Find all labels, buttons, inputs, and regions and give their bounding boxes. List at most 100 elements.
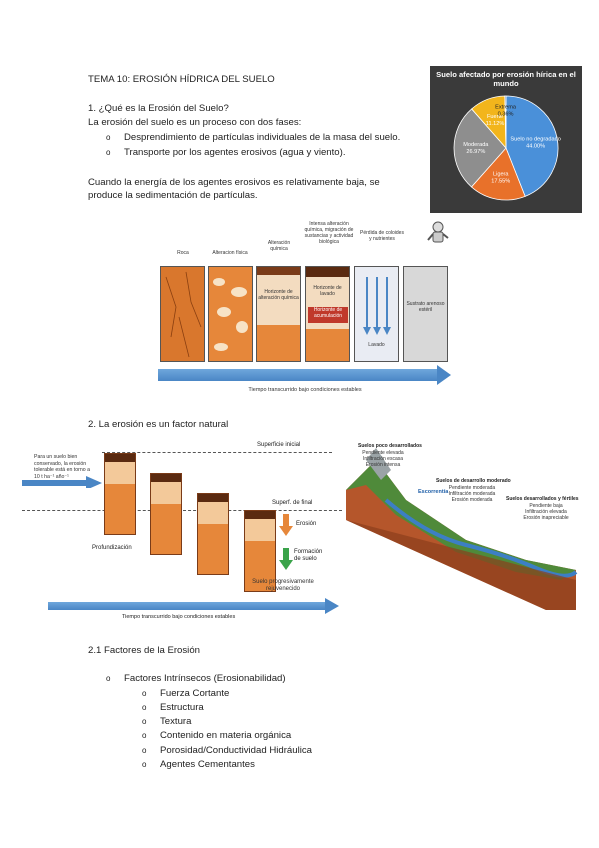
bullet-marker: o — [142, 746, 147, 755]
astronaut-icon — [427, 221, 449, 243]
landscape-diagram: Suelos poco desarrollados Pendiente elev… — [346, 440, 582, 610]
section21-heading: 2.1 Factores de la Erosión — [88, 645, 200, 656]
landscape-illustration — [346, 448, 578, 610]
fertiles-line: Erosión inapreciable — [523, 515, 569, 521]
factor-item: Contenido en materia orgánica — [160, 730, 292, 741]
bullet-marker: o — [142, 760, 147, 769]
formacion-label: Formación de suelo — [294, 549, 323, 562]
label-alteracion-quimica: Alteración química — [267, 240, 291, 252]
bullet-item: Desprendimiento de partículas individual… — [124, 132, 401, 143]
formacion-arrow-icon — [279, 548, 293, 570]
section1-intro: La erosión del suelo es un proceso con d… — [88, 117, 302, 128]
sup-inicial-label: Superficie inicial — [257, 442, 301, 448]
side-note: Para un suelo bien conservado, la erosió… — [34, 454, 90, 480]
sup-final-line — [22, 510, 342, 511]
horizon-alteracion-label: Horizonte de alteración química — [258, 289, 299, 301]
sup-final-label: Superf. de final — [272, 500, 313, 506]
label-intensa: Intensa alteración química, migración de… — [304, 221, 354, 245]
column-alteracion-fisica — [208, 266, 253, 362]
moderado-line: Infiltración moderada — [448, 491, 496, 497]
erosion-label: Erosión — [296, 521, 317, 527]
fragment-blobs — [213, 278, 248, 351]
leaching-arrows — [363, 277, 391, 335]
pie-slice-value: 11.12% — [486, 121, 505, 127]
profundizacion-label: Profundización — [92, 545, 132, 551]
timeline-arrow — [48, 602, 328, 610]
bullet-marker: o — [106, 674, 111, 683]
column-perdida: Lavado — [354, 266, 399, 362]
timeline-arrowhead — [437, 365, 451, 385]
horizon-acumulacion-label: Horizonte de acumulación — [308, 307, 348, 323]
soil-block — [197, 493, 229, 575]
column-roca — [160, 266, 205, 362]
timeline-arrowhead — [325, 598, 339, 614]
erosion-natural-diagram: Para un suelo bien conservado, la erosió… — [22, 438, 342, 628]
erosion-arrow-icon — [279, 514, 293, 536]
column-alteracion-quimica: Horizonte de alteración química — [256, 266, 301, 362]
pie-slice-label: Fuerte — [487, 114, 503, 120]
pie-slice-label: Ligera — [493, 172, 509, 178]
label-alteracion-fisica: Alteracion física — [212, 250, 248, 256]
escorrentia-label: Escorrentía — [418, 489, 449, 495]
moderado-line: Pendiente moderada — [448, 485, 496, 491]
bullet-item: Transporte por los agentes erosivos (agu… — [124, 147, 346, 158]
section1-heading: 1. ¿Qué es la Erosión del Suelo? — [88, 103, 229, 114]
side-note-arrow — [22, 476, 102, 488]
bullet-marker: o — [142, 717, 147, 726]
chart-title: Suelo afectado por erosión hírica en el … — [436, 70, 576, 88]
fertiles-line: Pendiente baja — [529, 503, 563, 509]
rock-cracks — [165, 271, 202, 358]
paragraph-line: Cuando la energía de los agentes erosivo… — [88, 177, 380, 188]
horizon-lavado-label: Horizonte de lavado — [313, 285, 342, 297]
section2-heading: 2. La erosión es un factor natural — [88, 419, 229, 430]
timeline-arrow — [158, 369, 440, 381]
pie-slice — [504, 95, 507, 149]
column-sustrato: Sustrato arenoso estéril — [403, 266, 448, 362]
factor-item: Porosidad/Conductividad Hidráulica — [160, 745, 312, 756]
pie-slice — [505, 95, 559, 197]
fertiles-title: Suelos desarrollados y fértiles — [506, 496, 579, 502]
pie-slice-value: 0.36% — [498, 112, 514, 118]
poco-line: Erosión intensa — [365, 462, 401, 468]
poco-line: Pendiente elevada — [362, 450, 404, 456]
soil-block — [244, 510, 276, 592]
sup-inicial-line — [102, 452, 332, 453]
factors-main: Factores Intrínsecos (Erosionabilidad) — [124, 673, 286, 684]
bullet-marker: o — [142, 689, 147, 698]
label-perdida: Pérdida de coloides y nutrientes — [360, 230, 404, 242]
pie-slice — [453, 108, 507, 188]
bullet-marker: o — [142, 731, 147, 740]
soil-block — [104, 453, 136, 535]
factor-item: Textura — [160, 716, 192, 727]
bullet-marker: o — [106, 133, 111, 142]
rejuvenecido-label: Suelo progresivamente rejuvenecido — [252, 579, 314, 592]
pie-slice-value: 17.55% — [491, 179, 510, 185]
pie-slice-label: Moderada — [463, 142, 489, 148]
sustrato-label: Sustrato arenoso estéril — [406, 301, 445, 313]
timeline-label: Tiempo transcurrido bajo condiciones est… — [122, 614, 236, 620]
pie-slice-value: 26.97% — [466, 149, 485, 155]
lavado-label: Lavado — [368, 342, 385, 348]
moderado-title: Suelos de desarrollo moderado — [436, 478, 511, 484]
soil-block — [150, 473, 182, 555]
bullet-marker: o — [142, 703, 147, 712]
poco-title: Suelos poco desarrollados — [358, 443, 422, 449]
soil-formation-diagram: Roca Alteracion física Alteración químic… — [155, 218, 455, 393]
bullet-marker: o — [106, 148, 111, 157]
timeline-label: Tiempo transcurrido bajo condiciones est… — [248, 387, 362, 393]
pie-slice — [470, 147, 526, 201]
factor-item: Fuerza Cortante — [160, 688, 230, 699]
pie-slice-label: Suelo no degradado — [510, 136, 560, 142]
fertiles-line: Infiltración elevada — [525, 509, 567, 515]
poco-line: Infiltración escasa — [362, 456, 404, 462]
moderado-line: Erosión moderada — [451, 497, 493, 503]
paragraph-line: produce la sedimentación de partículas. — [88, 190, 258, 201]
factor-item: Estructura — [160, 702, 204, 713]
pie-slice-label: Extrema — [495, 105, 517, 111]
label-roca: Roca — [177, 250, 189, 256]
column-intensa: Horizonte de lavado Horizonte de acumula… — [305, 266, 350, 362]
pie-slice-value: 44.00% — [526, 143, 545, 149]
factor-item: Agentes Cementantes — [160, 759, 255, 770]
